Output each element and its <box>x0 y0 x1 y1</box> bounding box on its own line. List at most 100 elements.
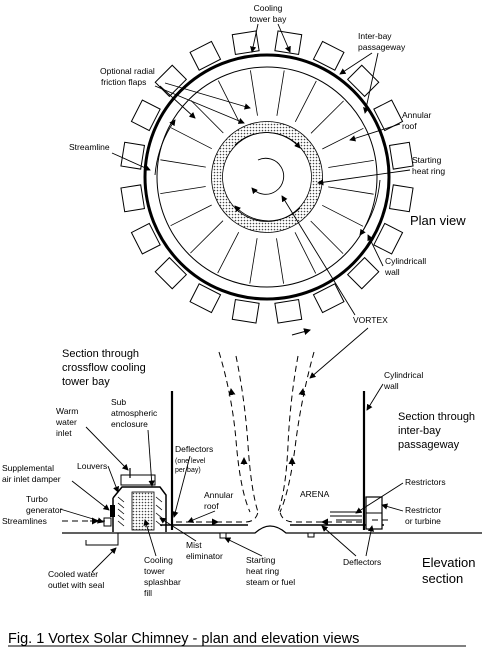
label-crossflow-1: Section through <box>62 348 139 360</box>
label-deflectors-2: (one level <box>175 458 206 465</box>
cooling-tower-bay <box>388 141 414 170</box>
deflector-base <box>307 532 315 538</box>
streamline-right-floor <box>279 511 362 523</box>
radial-flap <box>294 232 317 274</box>
cooling-tower-bay <box>154 256 188 290</box>
radial-flap <box>190 100 224 134</box>
radial-flap <box>328 160 374 168</box>
plan-view-label: Plan view <box>410 213 466 228</box>
leader <box>277 23 291 53</box>
cooling-tower-bay <box>346 256 380 290</box>
radial-flap <box>310 220 344 254</box>
vortex-left-outer <box>218 351 251 513</box>
label-streamlines: Streamlines <box>2 516 47 526</box>
label-heat-ring-2: heat ring <box>246 566 279 576</box>
label-turbo-gen-2: generator <box>26 505 63 515</box>
leader <box>366 383 384 411</box>
plan-leader-lines <box>111 23 411 379</box>
cooling-tower-bay <box>312 40 345 71</box>
label-mist-2: eliminator <box>186 551 223 561</box>
label-fill-4: fill <box>144 588 152 598</box>
label-starting-heat-ring-1: Starting <box>412 155 442 165</box>
radial-flap <box>322 127 364 150</box>
louver-slat <box>117 520 125 527</box>
leader <box>317 169 411 186</box>
figure-caption: Fig. 1 Vortex Solar Chimney - plan and e… <box>8 631 359 647</box>
leader <box>111 152 151 171</box>
leader <box>187 510 216 523</box>
louver-slat <box>117 514 125 521</box>
plan-streamline <box>234 132 301 149</box>
label-heat-ring-1: Starting <box>246 555 276 565</box>
leader <box>143 519 157 557</box>
leader <box>59 508 104 524</box>
leader <box>250 23 259 53</box>
label-inter-bay-2: passageway <box>358 42 406 52</box>
label-warm-water-2: water <box>55 417 77 427</box>
turbo-generator <box>103 517 112 527</box>
leader <box>363 52 379 114</box>
radial-flap <box>276 70 285 116</box>
label-fill-3: splashbar <box>144 577 181 587</box>
label-mist-1: Mist <box>186 540 202 550</box>
label-sub-atm-2: atmospheric <box>111 408 158 418</box>
label-fill-2: tower <box>144 566 165 576</box>
radial-flap <box>170 204 212 227</box>
label-restrictors: Restrictors <box>405 477 446 487</box>
mist-eliminator-slat <box>155 496 163 503</box>
leader <box>164 82 251 110</box>
mist-eliminator-slat <box>155 504 163 511</box>
label-cooling-tower-bay-2: tower bay <box>250 14 288 24</box>
cooling-tower-bay <box>388 184 414 213</box>
leader <box>147 429 155 487</box>
cooling-tower-bay <box>189 40 222 71</box>
label-deflectors-bottom: Deflectors <box>343 557 381 567</box>
radial-flap <box>276 238 284 284</box>
elevation-section <box>62 328 482 546</box>
radial-flap <box>250 70 258 116</box>
label-radial-flaps-2: friction flaps <box>101 77 146 87</box>
leader <box>85 426 129 471</box>
label-elev-cyl-wall-2: wall <box>383 381 399 391</box>
louvers <box>117 496 163 527</box>
radial-flap <box>190 220 224 254</box>
label-vortex: VORTEX <box>353 315 388 325</box>
label-annular-roof-1: Annular <box>204 490 233 500</box>
label-cylindrical-wall-2: wall <box>384 267 400 277</box>
label-crossflow-3: tower bay <box>62 376 110 388</box>
elevation-label-2: section <box>422 571 463 586</box>
leader <box>91 547 117 573</box>
elevation-labels: Section through crossflow cooling tower … <box>2 348 475 598</box>
louver-slat <box>117 502 125 509</box>
cooling-tower-bay <box>274 30 303 56</box>
leader <box>355 482 404 514</box>
leader <box>367 234 384 267</box>
splashbar-fill <box>131 491 155 531</box>
plan-labels: Cooling tower bay Inter-bay passageway O… <box>69 3 466 325</box>
starting-heat-ring <box>211 121 323 233</box>
restrictor-bars <box>330 511 362 521</box>
label-crossflow-2: crossflow cooling <box>62 362 146 374</box>
leader <box>224 537 263 557</box>
label-restrictor-turbine-1: Restrictor <box>405 505 442 515</box>
vortex-left-inner <box>235 355 259 513</box>
cooling-tower-bay <box>130 222 161 255</box>
label-interbay-3: passageway <box>398 439 460 451</box>
label-cylindrical-wall-1: Cylindricall <box>385 256 426 266</box>
leader <box>281 195 356 316</box>
cooling-tower-bay <box>120 184 146 213</box>
label-cooled-water-2: outlet with seal <box>48 580 104 590</box>
cooling-tower-bay <box>231 298 260 324</box>
vortex-arrow <box>298 388 306 396</box>
plan-streamline <box>251 157 285 195</box>
cooling-tower-bays <box>120 30 414 324</box>
plan-view <box>120 30 414 324</box>
label-warm-water-1: Warm <box>56 406 78 416</box>
label-annular-roof-2: roof <box>402 121 417 131</box>
radial-flap <box>328 186 374 195</box>
label-interbay-2: inter-bay <box>398 425 441 437</box>
streamline-left-floor <box>176 511 259 523</box>
ground-line <box>62 525 482 534</box>
vortex-leader-arrow <box>291 328 311 336</box>
radial-friction-flaps <box>160 70 374 284</box>
